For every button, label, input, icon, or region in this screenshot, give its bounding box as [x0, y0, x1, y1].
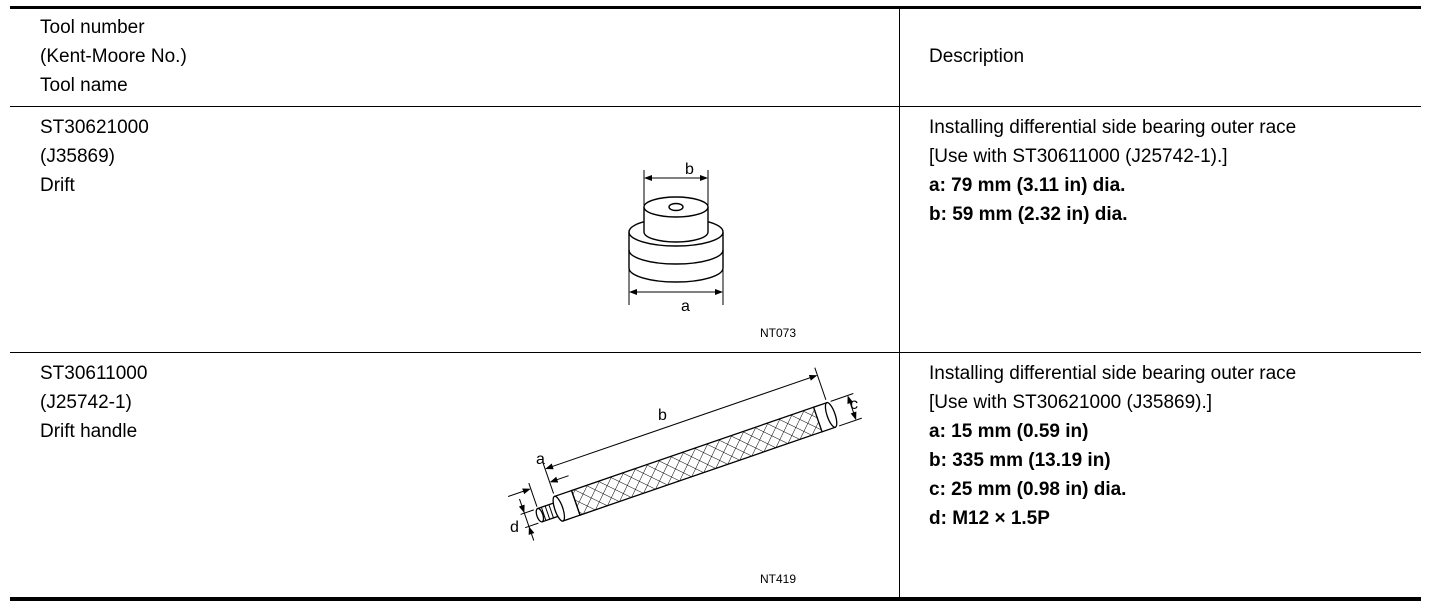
table-row-2-description: Installing differential side bearing out… — [929, 359, 1296, 533]
header-tool-number: Tool number — [40, 17, 145, 38]
header-description: Description — [929, 46, 1025, 67]
header-tool-cell: Tool number (Kent-Moore No.) Tool name — [40, 13, 187, 100]
header-tool-name: Tool name — [40, 75, 128, 96]
use-with-text: [Use with ST30621000 (J35869).] — [929, 392, 1213, 413]
kent-moore-number: (J35869) — [40, 146, 115, 167]
spec-a: a: 15 mm (0.59 in) — [929, 421, 1089, 442]
table-row-1-tool: ST30621000 (J35869) Drift — [40, 113, 149, 200]
figure-code-nt073: NT073 — [760, 326, 797, 340]
table-top-rule — [10, 6, 1421, 9]
header-description-cell: Description — [929, 42, 1024, 71]
tool-number: ST30621000 — [40, 117, 149, 138]
drift-handle-figure: b a c d — [507, 367, 862, 541]
figure-code-nt419: NT419 — [760, 572, 797, 586]
special-tools-table: Tool number (Kent-Moore No.) Tool name D… — [10, 0, 1421, 612]
table-bottom-rule — [10, 597, 1421, 601]
tool-name: Drift handle — [40, 421, 138, 442]
column-divider — [899, 8, 900, 598]
spec-c: c: 25 mm (0.98 in) dia. — [929, 479, 1127, 500]
description-text: Installing differential side bearing out… — [929, 363, 1297, 384]
table-row-1-description: Installing differential side bearing out… — [929, 113, 1296, 229]
drift-figure: b a — [628, 161, 724, 315]
use-with-text: [Use with ST30611000 (J25742-1).] — [929, 146, 1228, 167]
handle-label-c: c — [850, 396, 858, 413]
header-kent-moore: (Kent-Moore No.) — [40, 46, 187, 67]
handle-label-b: b — [658, 407, 667, 424]
spec-a: a: 79 mm (3.11 in) dia. — [929, 175, 1126, 196]
spec-d: d: M12 × 1.5P — [929, 508, 1050, 529]
handle-label-a: a — [536, 451, 545, 468]
handle-label-d: d — [510, 519, 519, 536]
kent-moore-number: (J25742-1) — [40, 392, 132, 413]
spec-b: b: 59 mm (2.32 in) dia. — [929, 204, 1128, 225]
drift-label-b: b — [685, 161, 694, 178]
spec-b: b: 335 mm (13.19 in) — [929, 450, 1111, 471]
row-divider — [10, 352, 1421, 353]
drift-label-a: a — [681, 298, 690, 315]
description-text: Installing differential side bearing out… — [929, 117, 1297, 138]
tool-name: Drift — [40, 175, 75, 196]
header-divider — [10, 106, 1421, 107]
tool-number: ST30611000 — [40, 363, 148, 384]
table-row-2-tool: ST30611000 (J25742-1) Drift handle — [40, 359, 147, 446]
